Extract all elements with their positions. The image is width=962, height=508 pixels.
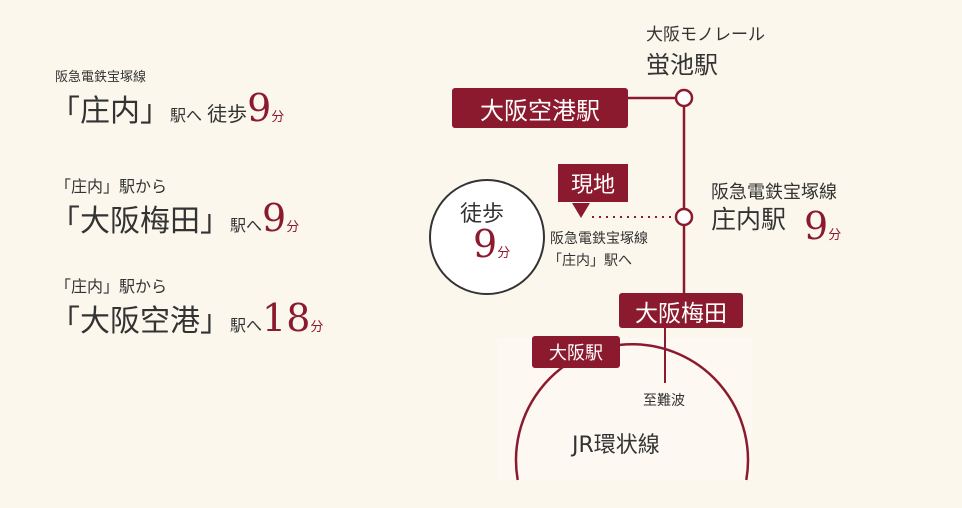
station: 「庄内」	[50, 94, 170, 129]
station: 「大阪空港」	[50, 304, 230, 339]
route-1-line: 阪急電鉄宝塚線	[55, 70, 147, 85]
hotarugaike-label: 蛍池駅	[646, 51, 718, 79]
route-3: 「大阪空港」駅へ18分	[50, 296, 323, 340]
walk: 徒歩	[207, 102, 248, 126]
shonai-station-dot	[674, 207, 694, 227]
to: 駅へ	[170, 106, 203, 125]
hotarugaike-station-dot	[674, 88, 694, 108]
station: 「大阪梅田」	[50, 204, 230, 239]
route-3-from: 「庄内」駅から	[55, 277, 168, 296]
jr-loop-line	[514, 342, 750, 481]
route-2: 「大阪梅田」駅へ9分	[50, 196, 299, 240]
unit: 分	[271, 110, 285, 125]
current-location-label: 現地	[558, 164, 628, 202]
to: 駅へ	[230, 316, 263, 335]
monorail-line-label: 大阪モノレール	[646, 25, 765, 45]
unit: 分	[828, 228, 842, 243]
here-pointer	[572, 203, 590, 218]
osaka-umeda-station: 大阪梅田	[619, 293, 743, 328]
route-2-from: 「庄内」駅から	[55, 177, 168, 196]
unit: 分	[310, 320, 324, 335]
shonai-time: 9分	[804, 204, 841, 248]
osaka-station: 大阪駅	[532, 336, 620, 368]
minutes: 9	[473, 222, 498, 266]
minutes: 18	[262, 296, 311, 340]
walk-circle	[429, 179, 545, 295]
walk-time: 9分	[473, 222, 510, 266]
shonai-line-label: 阪急電鉄宝塚線	[711, 182, 837, 203]
to: 駅へ	[230, 216, 263, 235]
walk-label: 徒歩	[460, 202, 505, 227]
minutes: 9	[247, 86, 272, 130]
route-1: 「庄内」駅へ 徒歩9分	[50, 86, 284, 130]
jr-loop-label: JR環状線	[572, 433, 660, 458]
walk-note-line: 阪急電鉄宝塚線	[550, 231, 648, 247]
walk-note-station: 「庄内」駅へ	[548, 253, 632, 269]
unit: 分	[286, 220, 300, 235]
minutes: 9	[804, 204, 829, 248]
unit: 分	[497, 246, 511, 261]
to-namba-label: 至難波	[643, 393, 685, 409]
osaka-airport-station: 大阪空港駅	[452, 88, 628, 128]
shonai-station-label: 庄内駅	[711, 205, 787, 234]
minutes: 9	[262, 196, 287, 240]
